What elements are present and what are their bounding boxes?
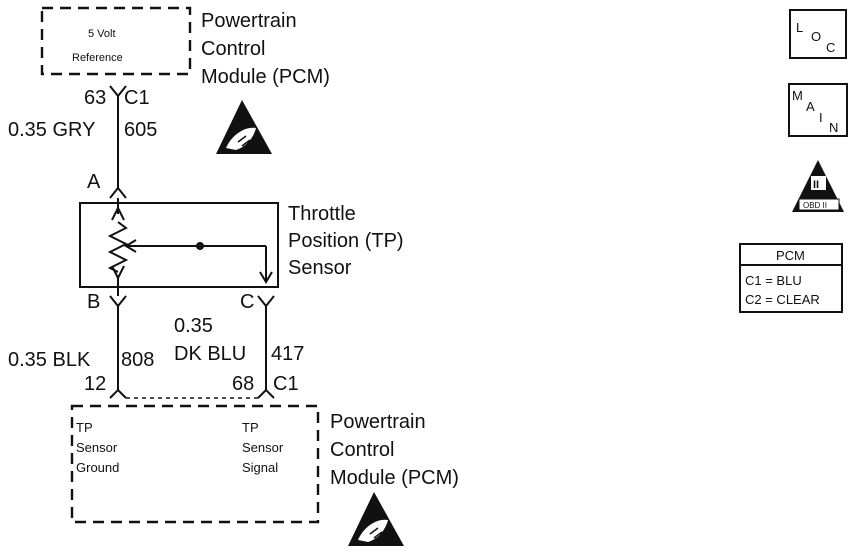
pcm-top-title-3: Module (PCM) bbox=[201, 66, 330, 88]
wire-signal-connector: C1 bbox=[273, 373, 299, 395]
esd-warning-icon bbox=[348, 492, 404, 546]
wire-signal-circuit: 417 bbox=[271, 343, 304, 365]
main-letter-i: I bbox=[819, 110, 823, 125]
ground-label-2: Sensor bbox=[76, 440, 118, 455]
pcm-bottom-title-2: Control bbox=[330, 439, 394, 461]
wire-ground-circuit: 808 bbox=[121, 349, 154, 371]
pcm-top-title-1: Powertrain bbox=[201, 10, 297, 32]
main-letter-a: A bbox=[806, 99, 815, 114]
main-letter-n: N bbox=[829, 120, 838, 135]
wire-signal-color: DK BLU bbox=[174, 343, 246, 365]
pcm-top-box bbox=[40, 6, 192, 76]
wire-signal-gauge: 0.35 bbox=[174, 315, 213, 337]
obd-ii-icon[interactable]: II OBD II bbox=[792, 160, 844, 212]
ref-label-2: Reference bbox=[72, 52, 123, 64]
terminal-b-connector bbox=[109, 295, 127, 308]
pcm-top-title-2: Control bbox=[201, 38, 265, 60]
wire-ground-pin: 12 bbox=[84, 373, 106, 395]
legend-header: PCM bbox=[776, 248, 805, 263]
terminal-c-connector bbox=[257, 295, 275, 308]
loc-letter-l: L bbox=[796, 20, 803, 35]
terminal-c-label: C bbox=[240, 291, 254, 313]
wire-ref-gauge-color: 0.35 GRY bbox=[8, 119, 95, 141]
connector-legend: PCM C1 = BLU C2 = CLEAR bbox=[739, 243, 843, 313]
signal-label-1: TP bbox=[242, 420, 259, 435]
potentiometer-icon bbox=[107, 198, 273, 296]
sensor-title-3: Sensor bbox=[288, 257, 352, 279]
signal-label-2: Sensor bbox=[242, 440, 284, 455]
pcm-bottom-title-3: Module (PCM) bbox=[330, 467, 459, 489]
connector-pin-12 bbox=[109, 388, 127, 399]
terminal-b-label: B bbox=[87, 291, 100, 313]
loc-button[interactable]: L O C bbox=[789, 9, 847, 59]
ground-label-3: Ground bbox=[76, 460, 119, 475]
obd-numeral: II bbox=[813, 179, 819, 191]
ref-label-1: 5 Volt bbox=[88, 28, 116, 40]
connector-pin-68 bbox=[257, 388, 275, 399]
sensor-title-1: Throttle bbox=[288, 203, 356, 225]
loc-letter-o: O bbox=[811, 29, 821, 44]
obd-label: OBD II bbox=[803, 201, 827, 210]
wire-ground-gauge-color: 0.35 BLK bbox=[8, 349, 91, 371]
loc-letter-c: C bbox=[826, 40, 835, 55]
main-button[interactable]: M A I N bbox=[788, 83, 848, 137]
pcm-bottom-title-1: Powertrain bbox=[330, 411, 426, 433]
tp-sensor-box bbox=[79, 202, 279, 288]
wire-signal-pin: 68 bbox=[232, 373, 254, 395]
pcm-bottom-box bbox=[70, 404, 320, 524]
main-letter-m: M bbox=[792, 88, 803, 103]
signal-label-3: Signal bbox=[242, 460, 278, 475]
legend-row-2: C2 = CLEAR bbox=[745, 292, 820, 307]
wire-ref-connector: C1 bbox=[124, 87, 150, 109]
terminal-a-connector bbox=[109, 186, 127, 199]
esd-warning-icon bbox=[216, 100, 272, 154]
ground-label-1: TP bbox=[76, 420, 93, 435]
wire-ref-circuit: 605 bbox=[124, 119, 157, 141]
legend-row-1: C1 = BLU bbox=[745, 273, 802, 288]
sensor-title-2: Position (TP) bbox=[288, 230, 404, 252]
terminal-a-label: A bbox=[87, 171, 101, 193]
wire-ref-pin: 63 bbox=[84, 87, 106, 109]
